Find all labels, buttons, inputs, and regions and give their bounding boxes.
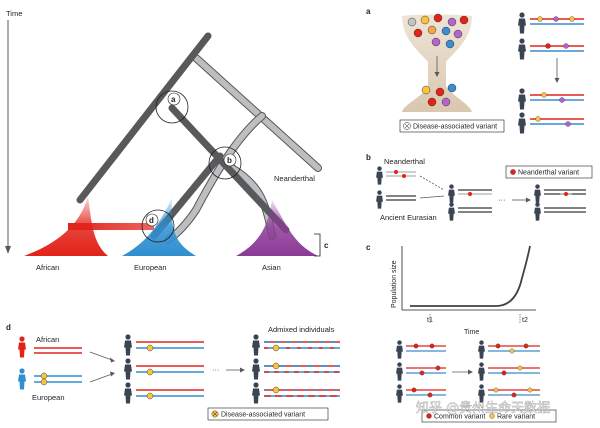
panel-c-ylabel: Population size bbox=[391, 260, 398, 308]
european-population bbox=[122, 198, 196, 256]
tick-t1: t1 bbox=[427, 317, 433, 324]
svg-text:Disease-associated variant: Disease-associated variant bbox=[413, 124, 497, 131]
label-neanderthal-b: Neanderthal bbox=[384, 157, 425, 166]
panel-d: d African European bbox=[6, 323, 340, 421]
panel-c: c Population size t1 t2 Time bbox=[366, 243, 557, 423]
panel-b-label: b bbox=[366, 153, 371, 162]
svg-text:···: ··· bbox=[498, 195, 506, 204]
label-european: European bbox=[134, 263, 167, 272]
label-neanderthal: Neanderthal bbox=[274, 174, 315, 183]
asian-population bbox=[236, 200, 318, 256]
panel-d-label: d bbox=[6, 323, 11, 332]
label-ancient-eurasian: Ancient Eurasian bbox=[380, 213, 437, 222]
migration-band bbox=[68, 223, 154, 230]
tick-t2: t2 bbox=[522, 317, 528, 324]
svg-text:c: c bbox=[324, 241, 329, 250]
african-population bbox=[24, 196, 108, 256]
marker-d: d bbox=[141, 209, 175, 243]
label-european-d: European bbox=[32, 393, 65, 402]
svg-text:Disease-associated variant: Disease-associated variant bbox=[221, 412, 305, 419]
panel-c-xlabel: Time bbox=[464, 329, 479, 336]
time-axis: Time bbox=[5, 9, 22, 254]
panel-b: b Neanderthal Neanderthal variant Ancien… bbox=[366, 153, 593, 222]
svg-text:b: b bbox=[227, 156, 232, 165]
watermark-text: 知乎 @贵州生命天数据 bbox=[416, 400, 550, 416]
panel-a-label: a bbox=[366, 7, 371, 16]
panel-c-label: c bbox=[366, 243, 371, 252]
svg-text:Rare variant: Rare variant bbox=[497, 414, 535, 421]
marker-a: a bbox=[155, 90, 189, 124]
main-lineage bbox=[76, 32, 290, 240]
panel-c-legend: Common variant Rare variant bbox=[421, 409, 557, 423]
label-african: African bbox=[36, 263, 59, 272]
chromosome-set-top bbox=[518, 12, 584, 60]
marker-b: b bbox=[208, 146, 242, 180]
panel-c-chromosomes-left bbox=[396, 340, 446, 403]
label-admixed: Admixed individuals bbox=[268, 325, 335, 334]
label-african-d: African bbox=[36, 335, 59, 344]
admixed-individuals bbox=[252, 334, 340, 404]
svg-text:d: d bbox=[149, 216, 154, 225]
panel-a-legend: Disease-associated variant bbox=[399, 119, 505, 133]
panel-b-legend: Neanderthal variant bbox=[505, 165, 593, 179]
chromosome-set-bottom bbox=[518, 88, 584, 134]
svg-text:Common variant: Common variant bbox=[434, 414, 485, 421]
panel-c-chromosomes-right bbox=[478, 340, 540, 403]
panel-a: a Disease-associated vari bbox=[366, 7, 584, 134]
marker-c: c bbox=[314, 233, 329, 257]
label-asian: Asian bbox=[262, 263, 281, 272]
panel-d-legend: Disease-associated variant bbox=[207, 407, 329, 421]
variant-pool bbox=[407, 13, 469, 107]
population-tree: Time a bbox=[5, 9, 329, 272]
svg-text:Neanderthal variant: Neanderthal variant bbox=[518, 170, 579, 177]
first-generation bbox=[124, 334, 204, 404]
time-axis-label: Time bbox=[6, 9, 22, 18]
neanderthal-branch bbox=[164, 54, 322, 244]
svg-text:a: a bbox=[171, 95, 176, 104]
population-size-curve bbox=[410, 245, 531, 307]
svg-text:···: ··· bbox=[212, 365, 220, 374]
